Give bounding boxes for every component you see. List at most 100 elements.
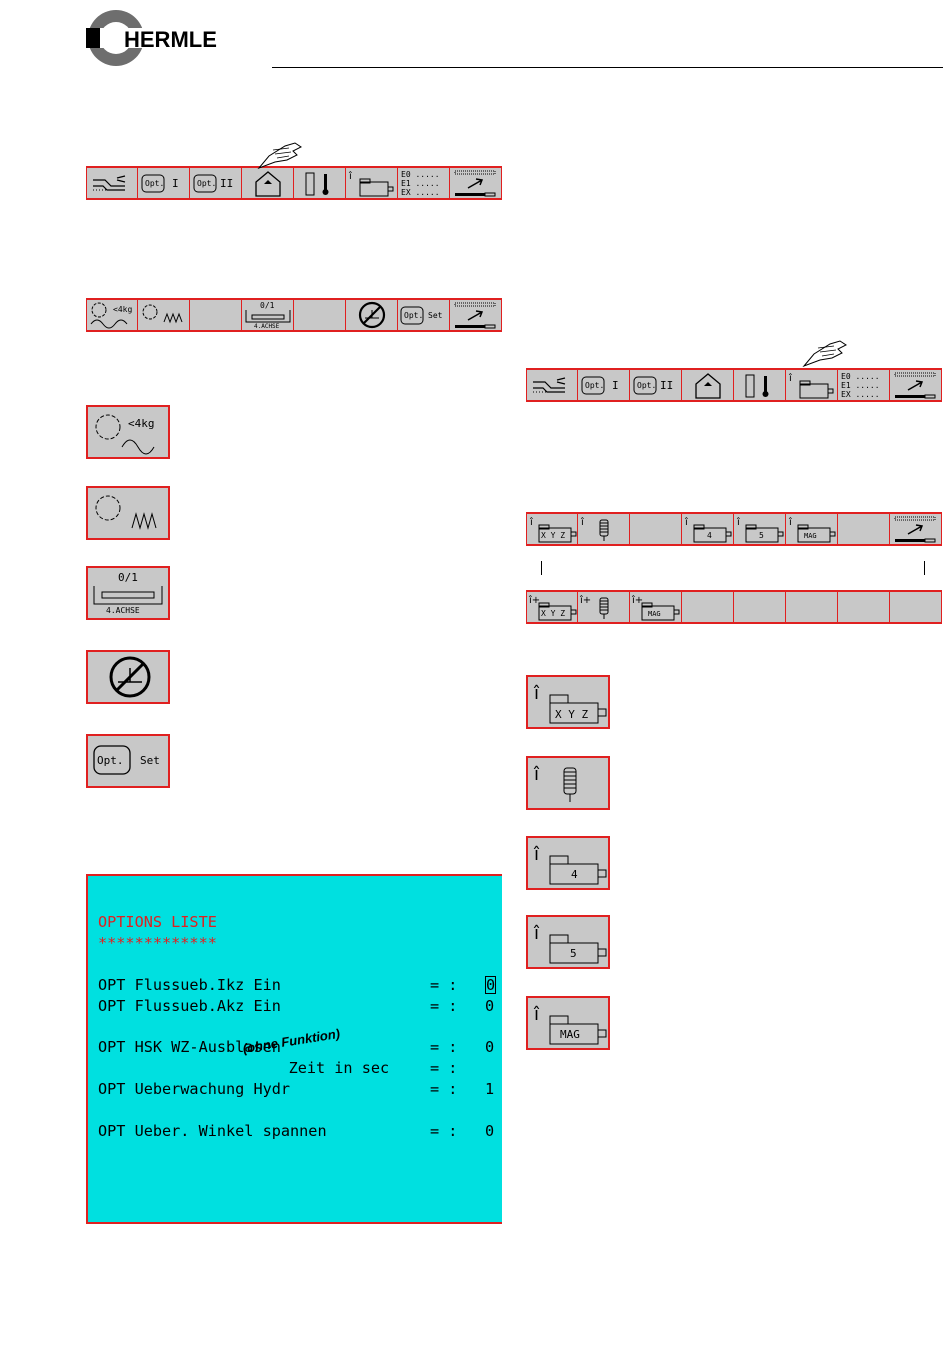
softkey-empty[interactable] (838, 592, 890, 622)
svg-text:î+: î+ (631, 594, 643, 606)
softkey-empty[interactable] (682, 592, 734, 622)
softkey-no-clamp[interactable] (346, 300, 398, 330)
softkey-error-list[interactable]: E0 .....E1 .....EX ..... (838, 370, 890, 400)
info-spindle-icon: î (348, 170, 394, 197)
softkey-home[interactable] (242, 168, 294, 198)
axis-label: 4 (571, 868, 578, 881)
option-row-eq: = : (430, 1038, 458, 1056)
softkey-info-tool[interactable]: î (578, 514, 630, 544)
option-row-value-cursor[interactable]: 0 (485, 976, 497, 994)
softkey-info-plus-mag[interactable]: î+ MAG (630, 592, 682, 622)
gear-heavy-icon (90, 302, 128, 329)
brand-name: HERMLE (124, 27, 217, 52)
softkey-empty[interactable] (294, 300, 346, 330)
softkey-empty[interactable] (734, 592, 786, 622)
option-row-value[interactable]: 1 (485, 1080, 495, 1098)
gear-label: <4kg (128, 417, 155, 430)
thermometer-icon (305, 172, 329, 196)
icon-no-clamp (86, 650, 170, 704)
softkey-home[interactable] (682, 370, 734, 400)
axis-label: MAG (804, 532, 817, 540)
softkey-empty[interactable] (890, 592, 942, 622)
softkey-error-list[interactable]: E0 .....E1 .....EX ..... (398, 168, 450, 198)
softkey-empty[interactable] (630, 514, 682, 544)
softkey-empty[interactable] (786, 592, 838, 622)
softkey-gear-heavy[interactable]: <4kg (86, 300, 138, 330)
option-row-value[interactable]: 0 (485, 1122, 495, 1140)
option-row-eq: = : (430, 1122, 458, 1140)
axis4-bottom: 4.ACHSE (106, 606, 140, 615)
softkey-opt-1[interactable]: Opt.I (578, 370, 630, 400)
opt-suffix: II (660, 379, 674, 392)
no-clamp-icon (109, 656, 151, 698)
softkey-info-plus-tool[interactable]: î+ (578, 592, 630, 622)
info-axis-icon: î (533, 1004, 607, 1045)
axis-label: X Y Z (541, 609, 566, 618)
softkey-return[interactable] (450, 300, 502, 330)
info-axis-icon: î (684, 516, 732, 543)
softkey-bar-info-plus: î+X Y Z î+ î+ MAG (526, 590, 942, 624)
icon-info-xyz: î X Y Z (526, 675, 610, 729)
info-axis-icon: î (533, 683, 607, 724)
axis-label: X Y Z (541, 531, 566, 540)
softkey-temperature[interactable] (294, 168, 346, 198)
axis-label: MAG (648, 610, 661, 618)
option-row-value[interactable]: 0 (485, 1038, 495, 1056)
option-row-label: OPT Flussueb.Ikz Ein (98, 976, 281, 994)
bar-marker-right (924, 561, 925, 575)
softkey-return[interactable] (890, 370, 942, 400)
option-row-value[interactable]: 0 (485, 997, 495, 1015)
softkey-machine[interactable] (86, 168, 138, 198)
return-icon (894, 372, 936, 399)
softkey-info-xyz[interactable]: î X Y Z (526, 514, 578, 544)
info-axis-icon: î (529, 516, 577, 543)
softkey-info-plus-xyz[interactable]: î+X Y Z (526, 592, 578, 622)
svg-text:î: î (533, 683, 540, 704)
home-icon (255, 171, 281, 197)
machine-icon (533, 377, 566, 393)
softkey-opt-1[interactable]: Opt.I (138, 168, 190, 198)
thermometer-icon (745, 374, 769, 398)
opt-suffix: I (612, 379, 619, 392)
error-line-0: E0 ..... (841, 372, 880, 381)
info-plus-axis-icon: î+ (631, 594, 680, 621)
option-row-eq: = : (430, 976, 458, 994)
svg-text:î: î (529, 516, 533, 528)
options-title: OPTIONS LISTE (98, 913, 217, 931)
option-row-label: OPT Ueber. Winkel spannen (98, 1122, 327, 1140)
axis-label: X Y Z (555, 708, 589, 721)
info-axis-icon: î (533, 844, 607, 885)
axis-label: 5 (759, 531, 764, 540)
softkey-bar-main-2: Opt.I Opt.II î E0 .....E1 .....EX ..... (526, 368, 942, 402)
softkey-info-spindle[interactable]: î (346, 168, 398, 198)
softkey-opt-2[interactable]: Opt.II (630, 370, 682, 400)
options-title-underline: ************* (98, 934, 217, 952)
return-icon (894, 516, 936, 543)
softkey-return[interactable] (890, 514, 942, 544)
axis4-icon (245, 310, 291, 323)
opt-label: Opt. (145, 179, 165, 188)
option-row-eq: = : (430, 997, 458, 1015)
softkey-empty[interactable] (190, 300, 242, 330)
opt-icon (93, 745, 131, 775)
softkey-return[interactable] (450, 168, 502, 198)
error-line-2: EX ..... (841, 390, 880, 399)
softkey-empty[interactable] (838, 514, 890, 544)
softkey-info-spindle[interactable]: î (786, 370, 838, 400)
softkey-gear-vibration[interactable] (138, 300, 190, 330)
option-row-eq: = : (430, 1080, 458, 1098)
icon-gear-vibration (86, 486, 170, 540)
softkey-opt-set[interactable]: Opt.Set (398, 300, 450, 330)
softkey-temperature[interactable] (734, 370, 786, 400)
softkey-opt-2[interactable]: Opt.II (190, 168, 242, 198)
softkey-bar-main-1: Opt.I Opt.II î E0 .....E1 .....EX ..... (86, 166, 502, 200)
opt-icon (581, 376, 605, 395)
softkey-machine[interactable] (526, 370, 578, 400)
